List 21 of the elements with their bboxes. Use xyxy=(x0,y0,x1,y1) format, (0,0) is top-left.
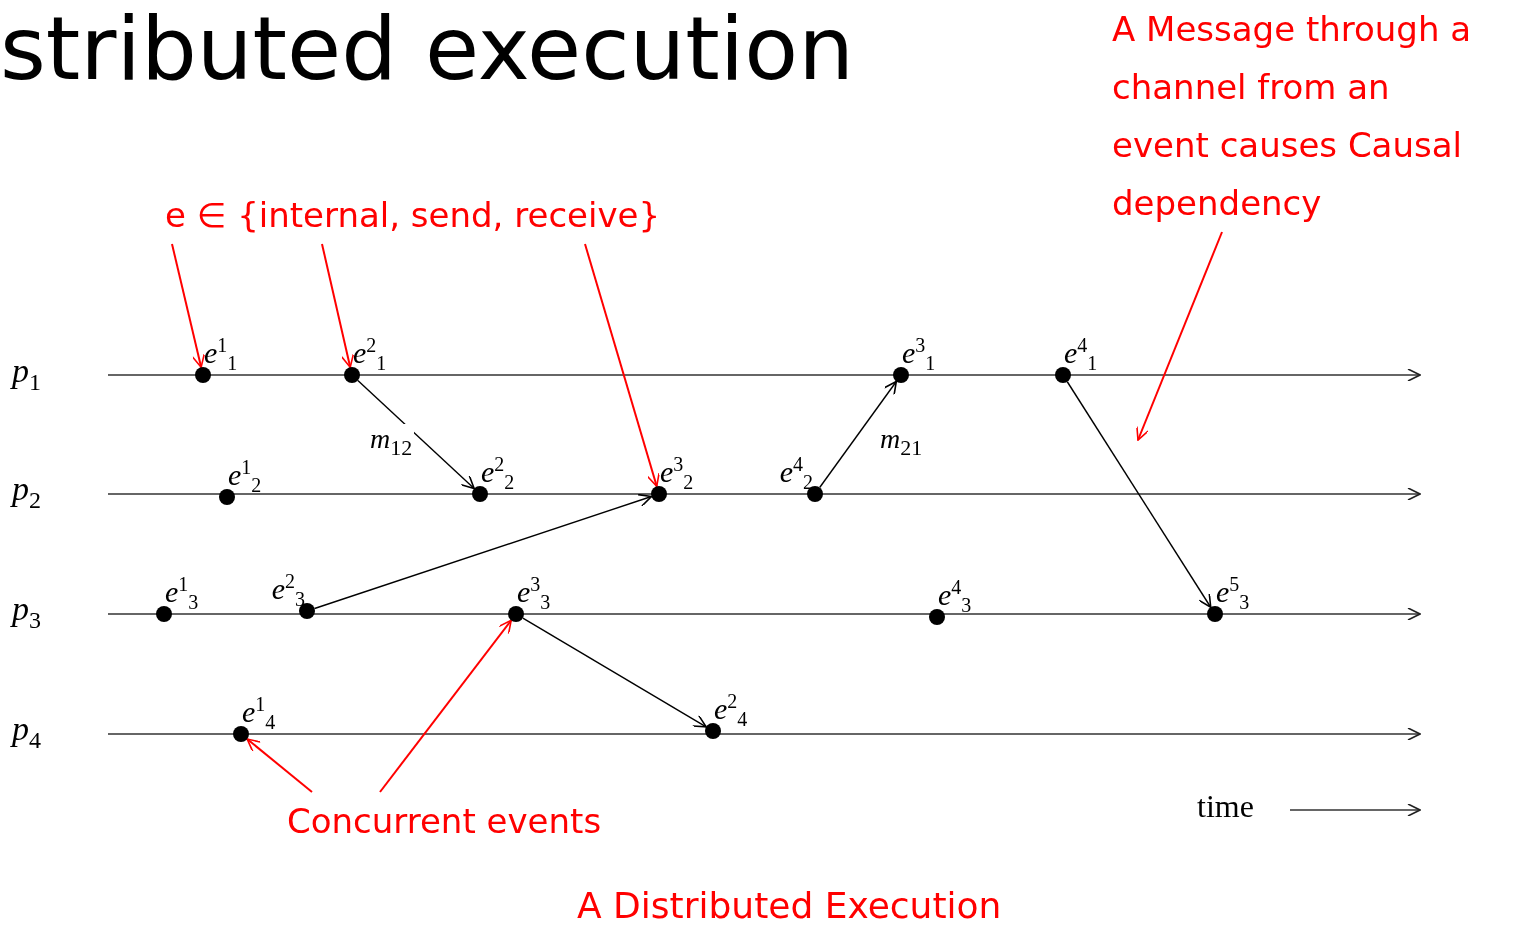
annotation-text: e ∈ {internal, send, receive} xyxy=(165,186,725,244)
arrow xyxy=(522,617,707,728)
arrow xyxy=(379,619,513,793)
process-label: p$_{1}$ xyxy=(12,352,41,396)
process-label: p$_{2}$ xyxy=(12,470,41,514)
arrow xyxy=(246,738,313,793)
page-title: stributed execution xyxy=(0,0,854,102)
annotation-text: A Message through a channel from an event causes Causal dependency xyxy=(1112,0,1492,232)
axis-label: time xyxy=(1197,788,1254,825)
arrow xyxy=(171,243,206,369)
arrow xyxy=(819,380,898,489)
annotation-text: Concurrent events xyxy=(287,792,667,850)
process-label: p$_{4}$ xyxy=(12,710,41,754)
arrow xyxy=(584,243,660,488)
arrow xyxy=(321,243,355,369)
arrow xyxy=(357,379,475,490)
arrow xyxy=(1066,381,1212,609)
arrow xyxy=(313,493,653,610)
arrow xyxy=(1136,231,1223,441)
process-label: p$_{3}$ xyxy=(12,590,41,634)
figure-caption: A Distributed Execution xyxy=(577,884,1002,928)
